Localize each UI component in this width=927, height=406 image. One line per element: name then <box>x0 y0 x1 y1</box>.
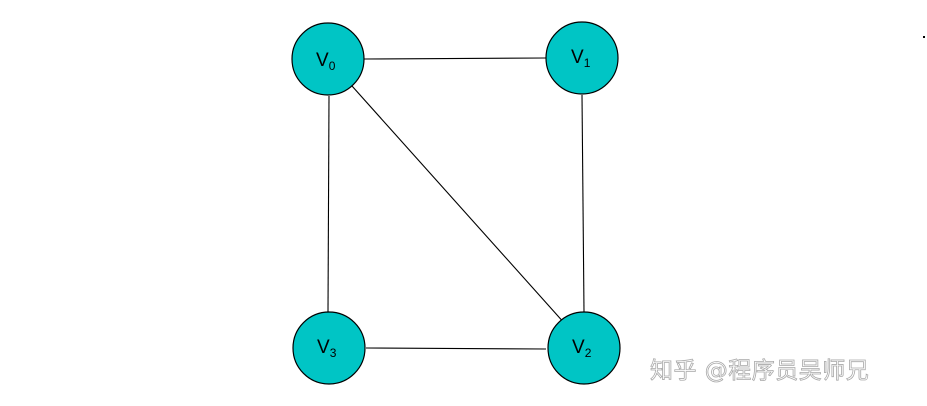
node-v1-label: V1 <box>571 47 591 70</box>
node-v0-circle <box>291 22 365 96</box>
edge-v1-v2 <box>581 94 585 313</box>
node-v3: V3 <box>292 311 366 385</box>
corner-mark <box>923 36 925 38</box>
edge-v0-v2 <box>351 85 567 326</box>
nodes-layer: V0 V1 V2 V3 <box>291 21 621 385</box>
node-v3-circle <box>292 311 366 385</box>
edges-layer <box>327 57 585 350</box>
edge-v0-v1 <box>363 57 547 60</box>
node-v2-circle <box>547 311 621 385</box>
edge-v0-v3 <box>327 95 330 313</box>
node-v0-label: V0 <box>316 50 336 73</box>
node-v0: V0 <box>291 22 365 96</box>
node-v1-circle <box>545 21 619 95</box>
node-v2: V2 <box>547 311 621 385</box>
node-v2-label: V2 <box>572 337 592 360</box>
edge-v3-v2 <box>365 347 547 350</box>
node-v1: V1 <box>545 21 619 95</box>
watermark-text: 知乎 @程序员吴师兄 <box>650 358 870 385</box>
node-v3-label: V3 <box>317 337 337 360</box>
